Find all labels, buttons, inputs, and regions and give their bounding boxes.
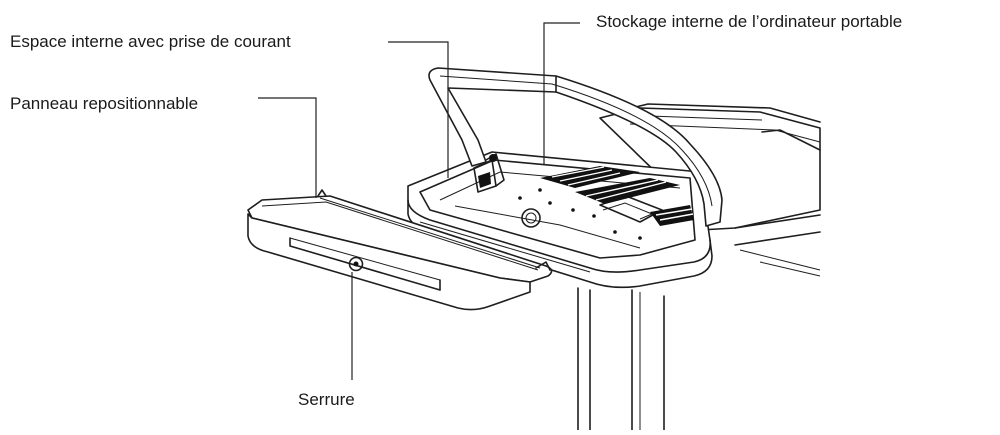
- label-repositionable-panel: Panneau repositionnable: [10, 94, 199, 113]
- side-panel: [247, 189, 553, 311]
- storage-tray: [407, 151, 713, 289]
- label-laptop-storage: Stockage interne de l’ordinateur portabl…: [596, 12, 903, 31]
- label-power-space: Espace interne avec prise de courant: [10, 32, 291, 51]
- leader-lines: [258, 22, 580, 380]
- cart-pole: [577, 287, 665, 431]
- label-lock: Serrure: [298, 390, 355, 409]
- cart-handle: [428, 67, 723, 227]
